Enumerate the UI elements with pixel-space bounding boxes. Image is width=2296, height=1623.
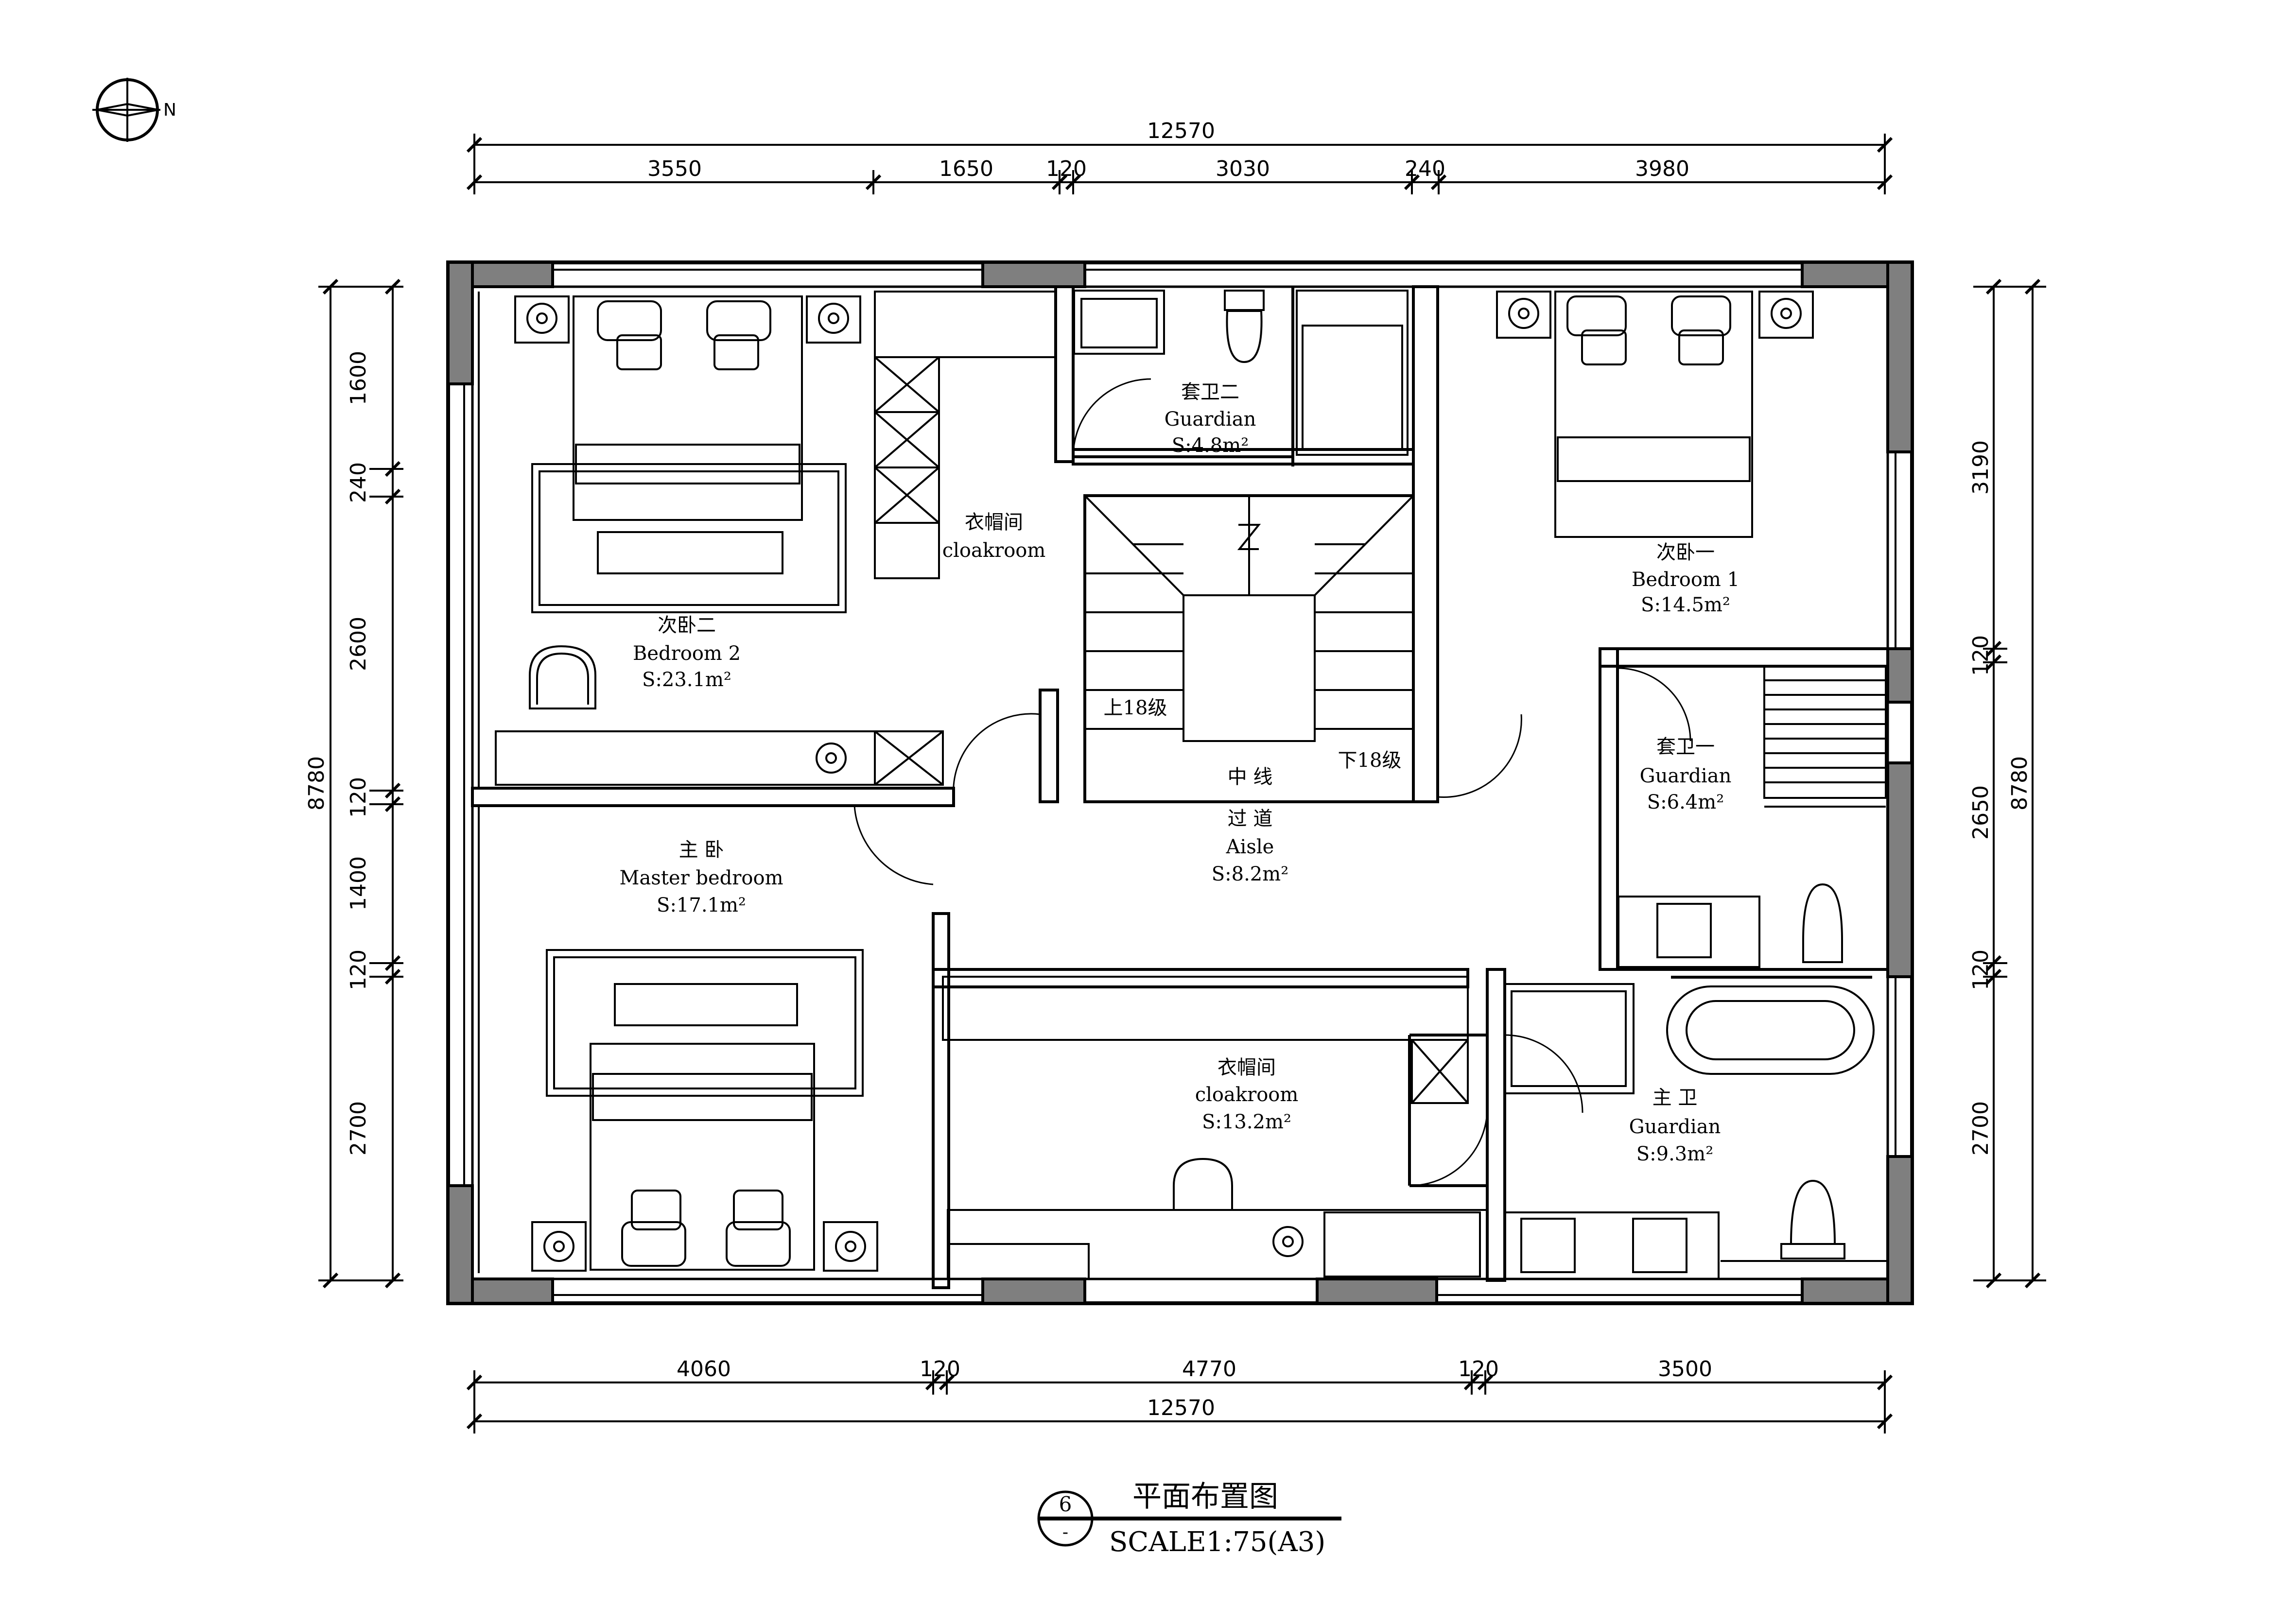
bath1-area: S:6.4m² (1647, 791, 1724, 813)
dim-right-seg: 120 (1968, 950, 1993, 990)
bedroom2-area: S:23.1m² (642, 669, 731, 691)
windows (463, 269, 1896, 1296)
dim-right-seg: 3190 (1968, 440, 1993, 495)
master-area: S:17.1m² (657, 894, 746, 916)
dim-top-seg: 240 (1405, 156, 1445, 181)
cloak1-en: cloakroom (942, 539, 1046, 562)
master-cn: 主 卧 (679, 839, 724, 861)
dim-left-seg: 2600 (346, 617, 371, 671)
aisle-area: S:8.2m² (1212, 863, 1288, 885)
master-bath-fixtures (1504, 976, 1888, 1280)
stair-up: 上18级 (1104, 697, 1167, 719)
dim-left-seg: 1600 (346, 351, 371, 405)
dimension-right (1973, 278, 2046, 1289)
dim-bottom-seg: 120 (920, 1357, 960, 1381)
dim-bottom-seg: 4770 (1182, 1357, 1236, 1381)
cloak2-en: cloakroom (1195, 1084, 1299, 1106)
index-number: 6 (1059, 1492, 1072, 1516)
dimension-labels: 12570 3550 1650 120 3030 240 3980 4060 1… (304, 119, 2032, 1420)
bath2-en: Guardian (1165, 408, 1256, 431)
index-sub: - (1062, 1522, 1068, 1542)
dim-right-seg: 2700 (1968, 1101, 1993, 1156)
dim-top-seg: 3030 (1216, 156, 1270, 181)
master-furniture (531, 949, 878, 1272)
bath2-area: S:4.8m² (1172, 434, 1249, 457)
staircase (1084, 495, 1414, 742)
bedroom1-en: Bedroom 1 (1632, 569, 1739, 591)
aisle-en: Aisle (1226, 836, 1274, 858)
room-labels: 次卧二 Bedroom 2 S:23.1m² 衣帽间 cloakroom 套卫二… (619, 381, 1739, 1165)
master-bath-area: S:9.3m² (1636, 1143, 1713, 1165)
bedroom1-area: S:14.5m² (1641, 594, 1730, 616)
cloak2-cn: 衣帽间 (1218, 1056, 1276, 1079)
dim-left-total: 8780 (304, 756, 329, 811)
aisle-cn2: 过 道 (1228, 808, 1273, 830)
dim-top-total: 12570 (1147, 119, 1215, 143)
dim-bottom-seg: 120 (1458, 1357, 1499, 1381)
drawing-title: 平面布置图 (1132, 1480, 1278, 1514)
guest-bath2-fixtures (1073, 290, 1409, 456)
dim-top-seg: 3550 (647, 156, 702, 181)
guest-bath1-fixtures (1618, 666, 1887, 968)
cloak1-cn: 衣帽间 (965, 511, 1023, 534)
dim-left-seg: 240 (346, 462, 371, 503)
cloak2-area: S:13.2m² (1202, 1111, 1291, 1133)
dim-bottom-seg: 3500 (1658, 1357, 1712, 1381)
bedroom2-cn: 次卧二 (658, 614, 716, 637)
dim-bottom-seg: 4060 (677, 1357, 731, 1381)
dim-right-seg: 2650 (1968, 785, 1993, 840)
dim-top-seg: 1650 (939, 156, 993, 181)
dim-right-seg: 120 (1968, 635, 1993, 676)
bedroom2-en: Bedroom 2 (633, 642, 741, 665)
master-bath-en: Guardian (1629, 1116, 1721, 1138)
master-bath-cn: 主 卫 (1652, 1087, 1698, 1109)
master-en: Master bedroom (619, 867, 783, 889)
title-block: 6 - 平面布置图 SCALE1:75(A3) (1037, 1480, 1341, 1558)
dim-left-seg: 2700 (346, 1101, 371, 1156)
dim-top-seg: 120 (1046, 156, 1087, 181)
dim-top-seg: 3980 (1635, 156, 1689, 181)
dim-left-seg: 1400 (346, 856, 371, 911)
drawing-scale: SCALE1:75(A3) (1109, 1526, 1325, 1558)
dimension-left (318, 278, 403, 1289)
north-arrow-icon (92, 78, 160, 142)
bath1-en: Guardian (1640, 765, 1732, 787)
bath2-cn: 套卫二 (1181, 381, 1239, 403)
dim-left-seg: 120 (346, 777, 371, 818)
dimension-top (466, 134, 1893, 194)
bath1-cn: 套卫一 (1656, 736, 1715, 758)
cloakroom2-furniture (942, 976, 1488, 1280)
aisle-cn1: 中 线 (1228, 766, 1273, 788)
bedroom1-furniture (1496, 291, 1814, 538)
dim-left-seg: 120 (346, 950, 371, 990)
cloakroom1-furniture (874, 291, 1057, 786)
dimension-bottom (466, 1370, 1893, 1433)
stair-down: 下18级 (1338, 749, 1402, 772)
bedroom1-cn: 次卧一 (1656, 541, 1715, 564)
north-label: N (163, 100, 176, 120)
structural-columns (447, 261, 1913, 1305)
dim-right-total: 8780 (2007, 756, 2032, 811)
doors (853, 378, 1691, 1187)
dim-bottom-total: 12570 (1147, 1396, 1215, 1420)
